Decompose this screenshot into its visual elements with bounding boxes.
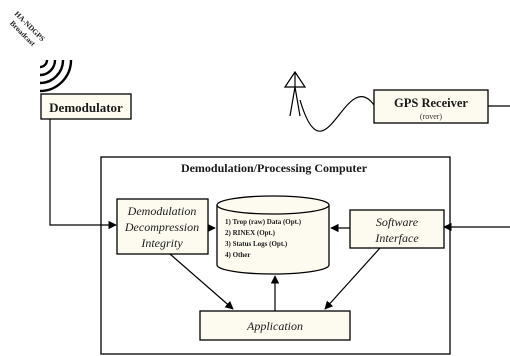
radio-waves-icon [39, 59, 73, 93]
software-interface-line1: Software [376, 215, 419, 229]
broadcast-label: HA-NDGPS Broadcast [8, 9, 47, 48]
antenna-icon [283, 70, 307, 117]
software-interface-to-application-arrow [324, 247, 381, 310]
decompression-line3: Integrity [140, 236, 183, 250]
application-label: Application [246, 319, 303, 333]
demodulator-box: Demodulator [40, 93, 132, 120]
processing-computer-box: Demodulation/Processing Computer [100, 156, 451, 355]
database-item: 2) RINEX (Opt.) [225, 229, 276, 237]
decompression-to-application-arrow [169, 253, 234, 310]
antenna-cable [299, 96, 375, 132]
software-interface-line2: Interface [374, 231, 419, 245]
decompression-line1: Demodulation [127, 204, 197, 218]
gps-receiver-label: GPS Receiver [394, 96, 468, 110]
demodulator-to-decompression-arrow [49, 119, 117, 230]
database-item: 1) Trop (raw) Data (Opt.) [225, 218, 302, 226]
database-item: 4) Other [225, 251, 250, 259]
decompression-box: Demodulation Decompression Integrity [116, 198, 209, 255]
gps-receiver-box: GPS Receiver (rover) [373, 89, 489, 124]
application-box: Application [199, 310, 351, 341]
database-item: 3) Status Logs (Opt.) [225, 240, 288, 248]
demodulator-label: Demodulator [49, 100, 123, 115]
database-cylinder: 1) Trop (raw) Data (Opt.) 2) RINEX (Opt.… [216, 195, 330, 275]
computer-title: Demodulation/Processing Computer [181, 161, 368, 175]
gps-receiver-sublabel: (rover) [420, 112, 443, 121]
decompression-line2: Decompression [124, 220, 199, 234]
software-interface-box: Software Interface [349, 209, 445, 249]
